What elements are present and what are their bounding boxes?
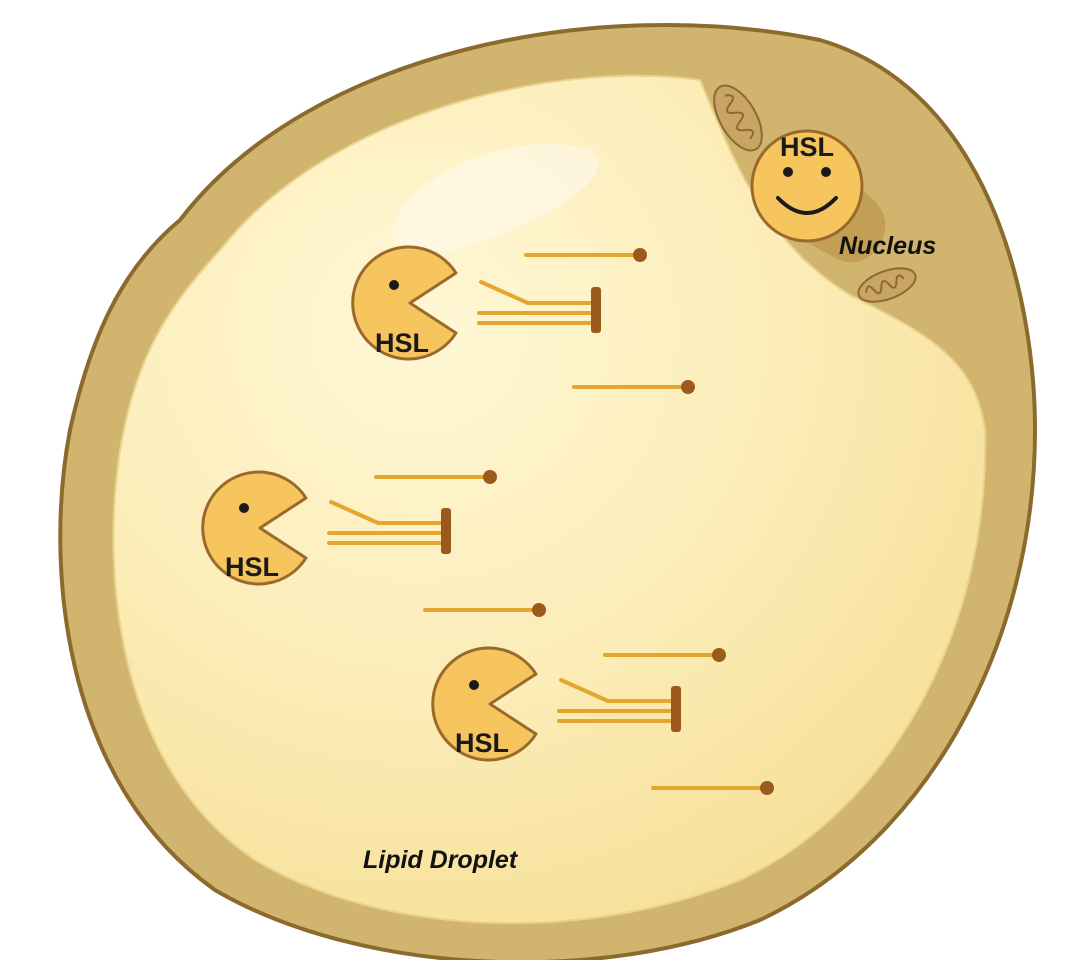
fatty-acid-icon <box>572 380 695 394</box>
eye <box>389 280 399 290</box>
hsl-enzyme-pacman: HSL <box>431 646 538 762</box>
mitochondrion-icon <box>713 84 763 152</box>
nucleus-label: Nucleus <box>839 232 936 260</box>
fatty-acid-icon <box>524 248 647 262</box>
lipid-droplet-interior <box>112 74 987 925</box>
eye <box>469 680 479 690</box>
fatty-acid-icon <box>603 648 726 662</box>
triglyceride-icon <box>327 500 451 554</box>
fatty-acid-icon <box>374 470 497 484</box>
hsl-enzyme-pacman: HSL <box>351 245 458 361</box>
eye <box>783 167 793 177</box>
eye <box>821 167 831 177</box>
hsl-enzyme-smiley: HSL <box>750 129 864 243</box>
highlight <box>390 143 598 254</box>
eye <box>239 503 249 513</box>
lipid-droplet-label: Lipid Droplet <box>363 846 519 874</box>
hsl-label: HSL <box>375 328 429 358</box>
hsl-label: HSL <box>780 132 834 162</box>
hsl-label: HSL <box>225 552 279 582</box>
hsl-label: HSL <box>455 728 509 758</box>
fatty-acid-icon <box>423 603 546 617</box>
mitochondrion-icon <box>857 267 917 303</box>
fatty-acid-icon <box>651 781 774 795</box>
triglyceride-icon <box>477 280 601 333</box>
hsl-enzyme-pacman: HSL <box>201 470 308 586</box>
triglyceride-icon <box>557 678 681 732</box>
smile <box>776 196 838 215</box>
